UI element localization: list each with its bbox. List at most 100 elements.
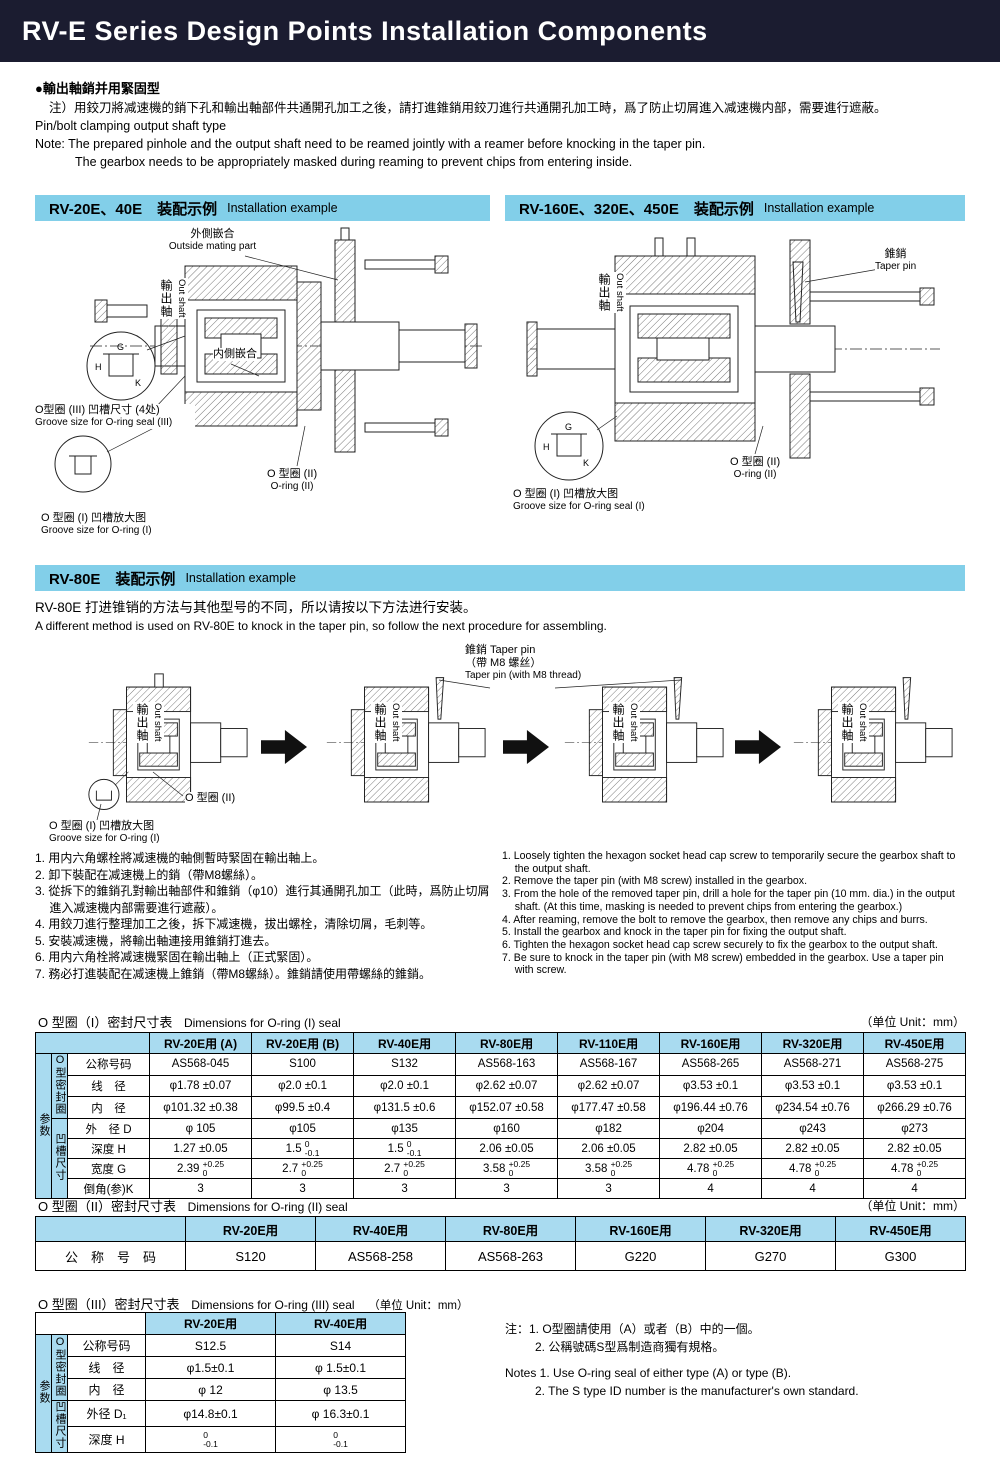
out-shaft-en: Out shaft <box>390 703 401 742</box>
next-step-arrow-icon <box>503 730 549 764</box>
cell: φ105 <box>251 1118 355 1139</box>
out-shaft-en: Out shaft <box>628 703 639 742</box>
out-shaft-en: Out shaft <box>152 703 163 742</box>
out-shaft-cn: 輸出軸 <box>611 703 625 742</box>
groove-size-group-label: 凹槽尺寸 <box>51 1400 68 1453</box>
cell: φ243 <box>761 1118 865 1139</box>
group2-label-text: 凹槽尺寸 <box>54 1401 66 1450</box>
col-header: RV-160E用 <box>659 1032 763 1054</box>
label-oring1-cn: O 型圈 (I) 凹槽放大图 <box>41 512 147 524</box>
rv80e-intro-en: A different method is used on RV-80E to … <box>35 619 607 633</box>
row-label: 线 径 <box>66 1356 147 1379</box>
cell: φ 12 <box>145 1378 277 1401</box>
cell: φ 16.3±0.1 <box>275 1400 407 1427</box>
row-label: 内 径 <box>66 1378 147 1401</box>
row-label: 公称号码 <box>66 1334 147 1357</box>
table1-corner <box>34 1032 151 1054</box>
cell: AS568-258 <box>315 1241 446 1271</box>
dim-letter-k: K <box>135 378 141 388</box>
groove-size-group-label: 凹槽尺寸 <box>51 1118 68 1199</box>
label-oring1-cn: O 型圈 (I) 凹槽放大图 <box>49 820 155 832</box>
step-cn-3: 3. 從拆下的錐銷孔對輸出軸部件和錐銷（φ10）進行其通開孔加工（此時，爲防止切… <box>35 884 490 915</box>
dim-letter-g: G <box>565 422 572 432</box>
cell: φ152.07 ±0.58 <box>455 1096 559 1119</box>
next-step-arrow-icon <box>735 730 781 764</box>
out-shaft-cn: 輸出軸 <box>159 279 173 318</box>
cell: AS568-167 <box>557 1053 661 1076</box>
group2-label-text: 凹槽尺寸 <box>54 1133 66 1181</box>
cell: 3 <box>557 1178 661 1199</box>
cell: φ2.0 ±0.1 <box>353 1074 457 1098</box>
note-en-2: 2. The S type ID number is the manufactu… <box>535 1384 859 1398</box>
next-step-arrow-icon <box>261 730 307 764</box>
oring2-dimension-table: RV-20E用 RV-40E用 RV-80E用 RV-160E用 RV-320E… <box>35 1216 966 1271</box>
table2-unit: （单位 Unit：mm） <box>860 1199 965 1213</box>
section-title-en: Installation example <box>227 201 338 215</box>
cell: AS568-263 <box>445 1241 576 1271</box>
cell: 2.06 ±0.05 <box>557 1138 661 1159</box>
cell: φ101.32 ±0.38 <box>149 1096 253 1119</box>
dim-letter-h: H <box>95 362 102 372</box>
step-en-4: 4. After reaming, remove the bolt to rem… <box>502 913 928 926</box>
table3-title-en: Dimensions for O-ring (III) seal <box>191 1298 355 1312</box>
intro-note-en1: Note: The prepared pinhole and the outpu… <box>35 137 706 152</box>
step-cn-5: 5. 安裝减速機，將輸出軸連接用錐銷打進去。 <box>35 933 277 948</box>
dim-letter-g: G <box>117 342 124 352</box>
cell: 0-0.1 <box>275 1426 407 1453</box>
label-inside-mating-cn: 内側嵌合 <box>213 348 257 360</box>
section-title-en: Installation example <box>763 201 875 215</box>
step-en-3: 3. From the hole of the removed taper pi… <box>502 888 955 913</box>
col-header: RV-40E用 <box>315 1216 446 1242</box>
cell: 1.5 0-0.1 <box>251 1138 355 1159</box>
assembly-steps-en: 1. Loosely tighten the hexagon socket he… <box>502 850 965 977</box>
cell: φ234.54 ±0.76 <box>761 1096 865 1119</box>
step-en-6: 6. Tighten the hexagon socket head cap s… <box>502 938 938 951</box>
out-shaft-cn: 輸出軸 <box>840 703 854 742</box>
installation-diagram-rv160e-320e-450e: G H K 錐銷 Taper pin 輸出軸 Out shaft O 型圈 (I… <box>505 226 965 561</box>
taper-pin-m8-cn: （帶 M8 螺丝） <box>465 657 542 670</box>
cell: 2.82 ±0.05 <box>863 1138 967 1159</box>
table1-title: O 型圈（I）密封尺寸表 Dimensions for O-ring (I) s… <box>38 1012 341 1031</box>
col-header: RV-20E用 <box>185 1216 316 1242</box>
cell: φ2.62 ±0.07 <box>455 1074 559 1098</box>
out-shaft-cn: 輸出軸 <box>373 703 387 742</box>
param-group-label: 参数 <box>35 1334 52 1453</box>
section-title: RV-80E 装配示例 <box>49 570 176 588</box>
section-bar-rv20e-40e: RV-20E、40E 装配示例 Installation example <box>35 195 490 221</box>
section-title-en: Installation example <box>185 571 296 585</box>
label-outside-mating-cn: 外側嵌合 <box>190 228 235 240</box>
cell: S12.5 <box>145 1334 277 1357</box>
section-bar-rv160e-320e-450e: RV-160E、320E、450E 装配示例 Installation exam… <box>505 195 965 221</box>
cell: AS568-163 <box>455 1053 559 1076</box>
label-taper-pin-en: Taper pin <box>875 261 917 273</box>
taper-pin-m8-en: Taper pin (with M8 thread) <box>465 670 582 682</box>
cell: S120 <box>185 1241 316 1271</box>
cell: 0-0.1 <box>145 1426 277 1453</box>
section-title: RV-20E、40E 装配示例 <box>49 200 218 218</box>
cell: φ1.78 ±0.07 <box>149 1074 253 1098</box>
col-header: RV-20E用 <box>145 1312 277 1335</box>
table1-title-en: Dimensions for O-ring (I) seal <box>183 1016 341 1030</box>
section-bar-rv80e: RV-80E 装配示例 Installation example <box>35 565 965 591</box>
label-inside-mating: 内側嵌合 <box>213 348 257 362</box>
cell: G270 <box>705 1241 836 1271</box>
cell: 1.27 ±0.05 <box>149 1138 253 1159</box>
step-cn-6: 6. 用内六角栓將减速機緊固在輸出軸上（正式緊固）。 <box>35 950 319 965</box>
cell: φ99.5 ±0.4 <box>251 1096 355 1119</box>
table2-corner <box>35 1216 186 1242</box>
cell: φ160 <box>455 1118 559 1139</box>
step-en-7: 7. Be sure to knock in the taper pin (wi… <box>502 951 944 977</box>
cell: AS568-271 <box>761 1053 865 1076</box>
cell: G220 <box>575 1241 706 1271</box>
label-oring3-cn: O型圈 (III) 凹槽尺寸 (4处) <box>35 404 160 416</box>
cell: 2.82 ±0.05 <box>659 1138 763 1159</box>
cell: S100 <box>251 1053 355 1076</box>
row-label: 线 径 <box>66 1074 151 1098</box>
intro-note-cn: 注）用鉸刀將减速機的銷下孔和輸出軸部件共通開孔加工之後，請打進錐銷用鉸刀進行共通… <box>49 100 887 115</box>
